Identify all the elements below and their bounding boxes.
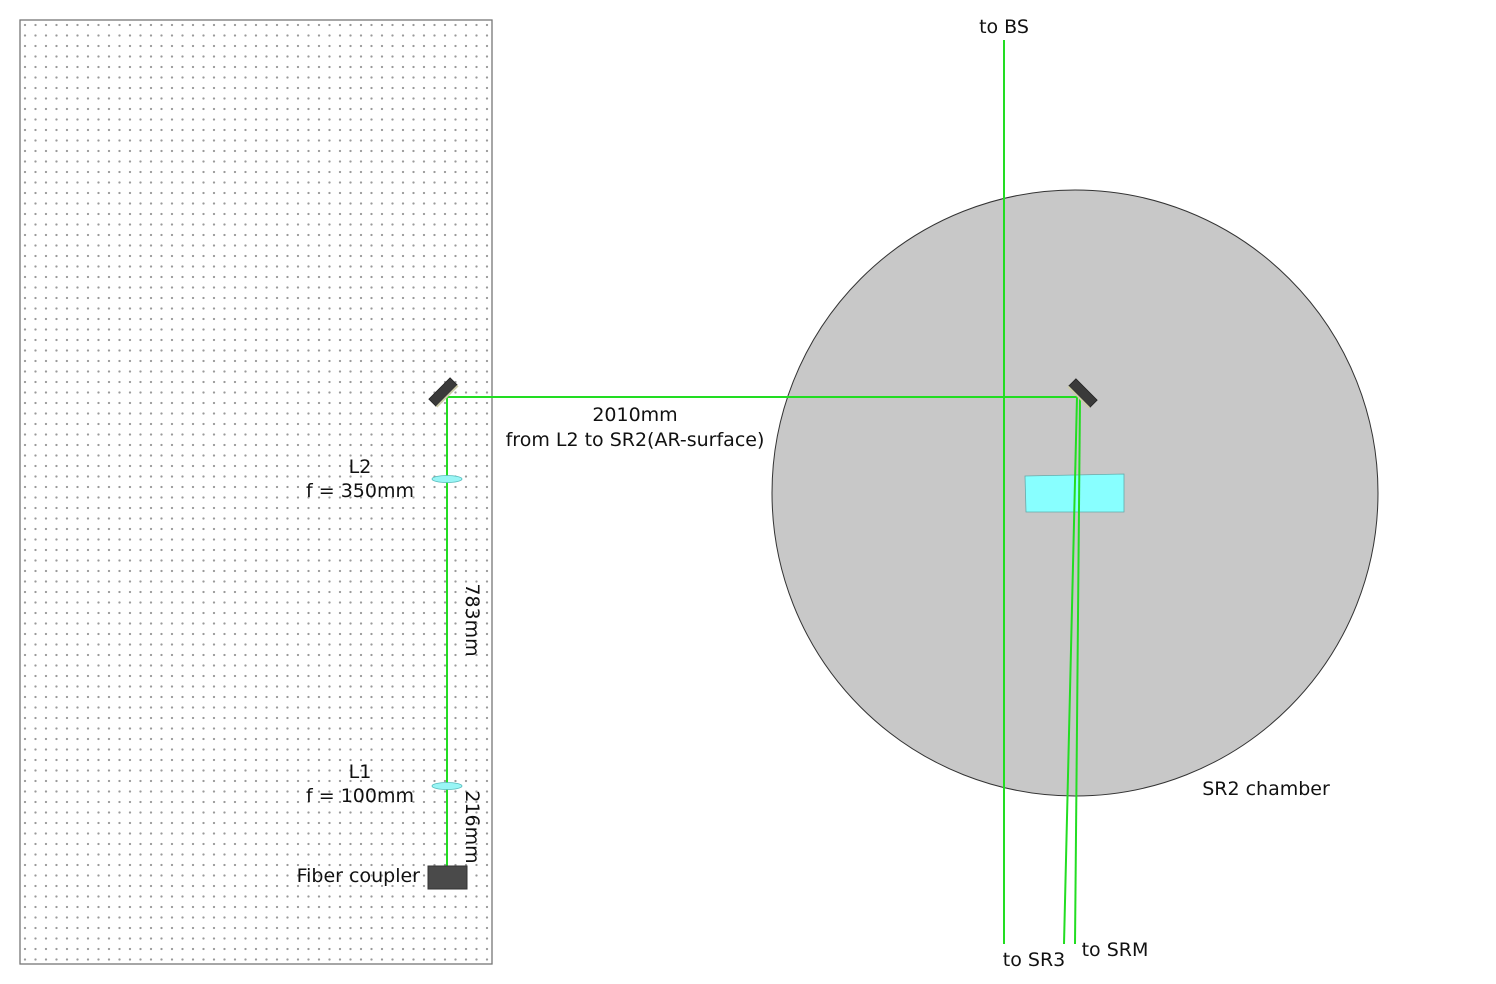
beam-to-sr3	[1063, 396, 1078, 945]
label-distance-216: 216mm	[461, 790, 483, 863]
label-fiber-coupler: Fiber coupler	[297, 865, 421, 887]
optical-table-holes	[22, 22, 490, 962]
steering-mirror	[428, 377, 459, 408]
lens-l2	[431, 475, 463, 483]
fiber-coupler-block	[427, 865, 468, 890]
label-l1-name: L1	[349, 761, 372, 783]
label-distance-783: 783mm	[461, 583, 483, 656]
optical-table	[19, 19, 493, 965]
label-distance-2010: 2010mm	[592, 404, 677, 426]
label-l1-focal: f = 100mm	[306, 785, 414, 807]
sr2-mirror	[1067, 378, 1098, 409]
beam-to-srm	[1074, 397, 1081, 945]
label-distance-note: from L2 to SR2(AR-surface)	[506, 429, 765, 451]
label-to-bs: to BS	[979, 16, 1029, 38]
label-to-srm: to SRM	[1082, 939, 1149, 961]
label-l2-focal: f = 350mm	[306, 480, 414, 502]
label-to-sr3: to SR3	[1003, 949, 1065, 971]
label-sr2-chamber: SR2 chamber	[1202, 778, 1330, 800]
label-l2-name: L2	[349, 456, 372, 478]
lens-l1	[431, 782, 463, 790]
